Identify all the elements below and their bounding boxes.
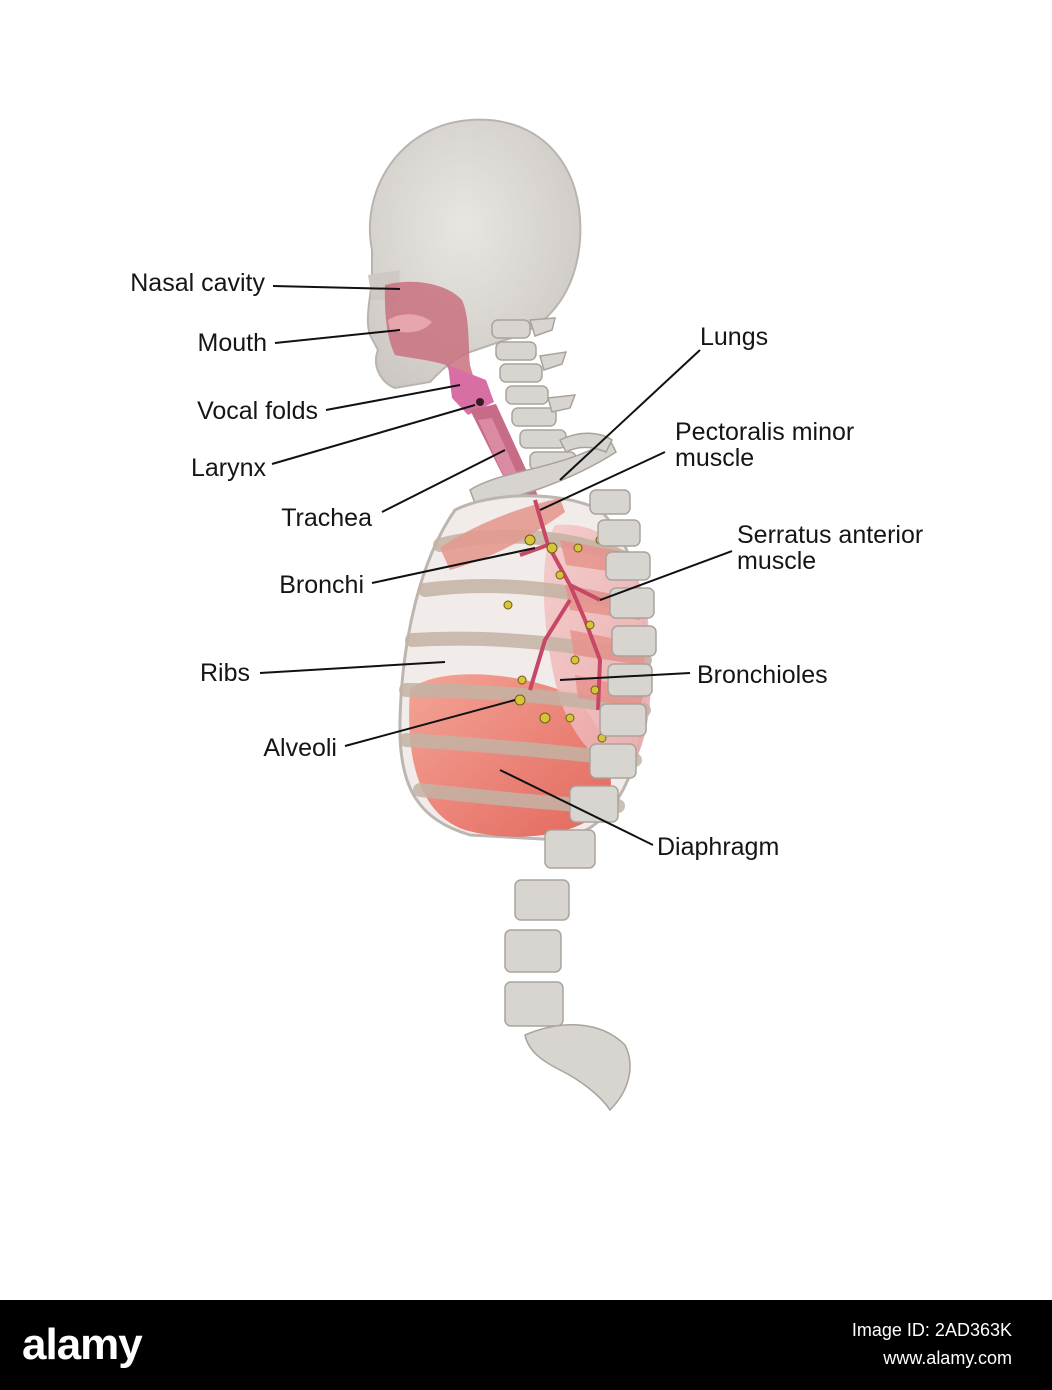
label-serratus-anterior-line1: Serratus anterior	[737, 522, 923, 548]
brand-logo: alamy	[22, 1320, 142, 1370]
label-trachea: Trachea	[200, 505, 372, 531]
respiratory-illustration	[0, 0, 1052, 1300]
label-lungs: Lungs	[700, 324, 768, 350]
image-id: Image ID: 2AD363K	[852, 1320, 1012, 1341]
label-bronchi: Bronchi	[200, 572, 364, 598]
footer-bar: alamy Image ID: 2AD363K www.alamy.com	[0, 1300, 1052, 1390]
label-vocal-folds: Vocal folds	[100, 398, 318, 424]
site-url: www.alamy.com	[883, 1348, 1012, 1369]
label-pectoralis-minor-line2: muscle	[675, 445, 754, 471]
label-bronchioles: Bronchioles	[697, 662, 828, 688]
label-mouth: Mouth	[100, 330, 267, 356]
label-alveoli: Alveoli	[150, 735, 337, 761]
label-nasal-cavity: Nasal cavity	[100, 270, 265, 296]
anatomy-diagram: Nasal cavity Mouth Vocal folds Larynx Tr…	[0, 0, 1052, 1300]
label-serratus-anterior-line2: muscle	[737, 548, 816, 574]
label-larynx: Larynx	[100, 455, 266, 481]
label-pectoralis-minor-line1: Pectoralis minor	[675, 419, 854, 445]
label-ribs: Ribs	[100, 660, 250, 686]
label-diaphragm: Diaphragm	[657, 834, 779, 860]
